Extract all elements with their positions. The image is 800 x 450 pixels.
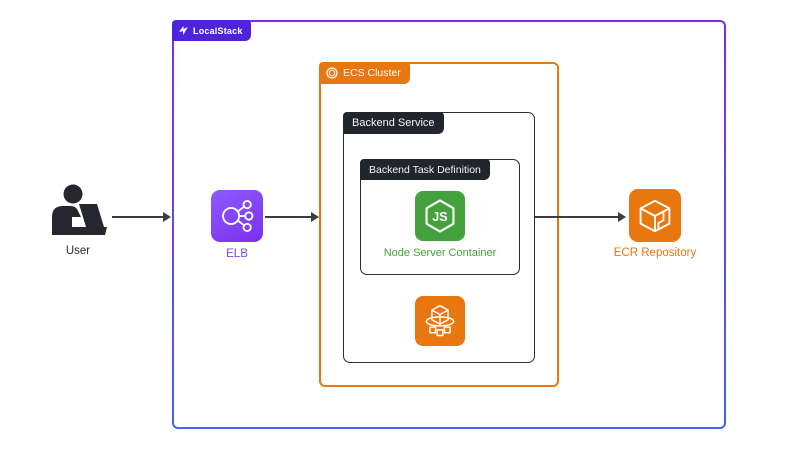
user-at-laptop-icon xyxy=(52,184,107,235)
elastic-load-balancer-icon xyxy=(211,190,263,242)
ecs-service-icon xyxy=(415,296,465,346)
backend-service-tab: Backend Service xyxy=(343,112,444,134)
arrow-elb-to-cluster xyxy=(265,212,319,222)
ecs-cluster-label: ECS Cluster xyxy=(343,67,401,79)
localstack-logo-icon xyxy=(179,25,188,36)
elb-label: ELB xyxy=(226,248,248,260)
node-server-container-label: Node Server Container xyxy=(383,247,497,259)
ecr-repository-label: ECR Repository xyxy=(613,247,697,259)
localstack-label: LocalStack xyxy=(193,25,243,36)
backend-service-label: Backend Service xyxy=(352,117,435,129)
svg-text:JS: JS xyxy=(432,210,447,224)
arrow-user-to-localstack xyxy=(112,212,171,222)
user-label: User xyxy=(65,245,91,257)
ecs-cluster-tab: ECS Cluster xyxy=(319,62,410,84)
arrow-service-to-ecr xyxy=(535,212,626,222)
backend-task-definition-label: Backend Task Definition xyxy=(369,163,481,176)
ecr-repository-icon xyxy=(629,189,681,242)
backend-task-definition-tab: Backend Task Definition xyxy=(360,159,490,180)
ecs-cluster-icon xyxy=(326,67,338,79)
nodejs-hexagon-icon: JS xyxy=(415,191,465,241)
localstack-tab: LocalStack xyxy=(172,20,251,41)
